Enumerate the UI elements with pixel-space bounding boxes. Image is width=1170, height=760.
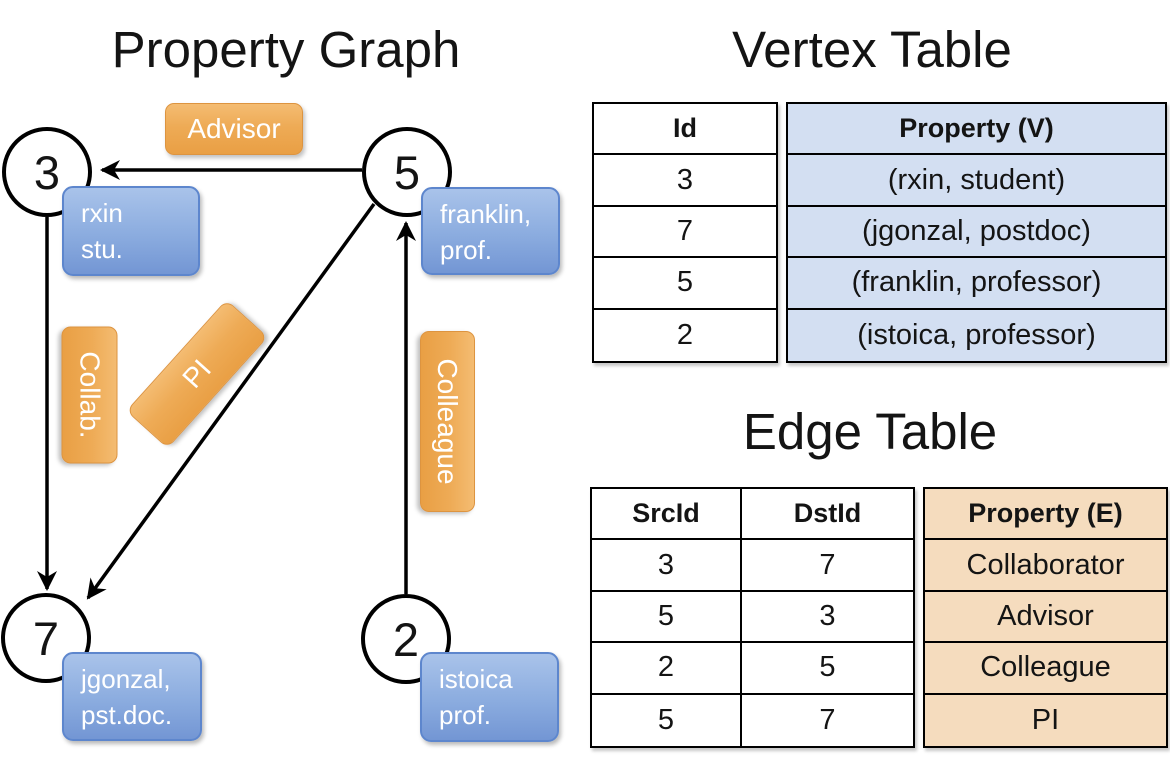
edge-row-dstid: 3 (740, 591, 913, 642)
edge-row-srcid: 5 (657, 703, 675, 736)
edge-table-id-columns: SrcId DstId 3 7 5 3 2 5 5 7 (590, 487, 915, 748)
edge-row-dstid: 5 (740, 643, 913, 693)
property-graph-title: Property Graph (111, 21, 461, 78)
vertex-label-franklin-line1: franklin, (440, 199, 532, 229)
table-row: Colleague (925, 643, 1166, 695)
table-row: 5 7 (592, 694, 913, 746)
edge-table-dstid-header: DstId (740, 489, 913, 539)
vertex-label-jgonzal: jgonzal, pst.doc. (62, 652, 202, 741)
vertex-table-property-column: Property (V) (rxin, student) (jgonzal, p… (786, 102, 1167, 363)
graph-edges-layer (37, 160, 416, 600)
table-row: 2 5 (592, 643, 913, 695)
table-row: (jgonzal, postdoc) (788, 206, 1165, 259)
vertex-table-id-column: Id 3 7 5 2 (592, 102, 778, 363)
node-7-id: 7 (32, 611, 60, 665)
edge-label-collab: Collab. (61, 326, 118, 464)
edge-row-dstid: 7 (740, 540, 913, 590)
node-3-id: 3 (33, 145, 61, 199)
vertex-label-jgonzal-line2: pst.doc. (81, 700, 173, 731)
edge-row-srcid: 5 (657, 599, 675, 632)
table-row: 7 (594, 207, 776, 259)
vertex-label-jgonzal-line1: jgonzal, (81, 664, 171, 694)
vertex-label-istoica: istoica prof. (420, 652, 559, 742)
vertex-table-property-header: Property (V) (788, 104, 1165, 156)
edge-table-property-header: Property (E) (925, 489, 1166, 541)
table-row: (franklin, professor) (788, 258, 1165, 310)
table-row: 5 (594, 258, 776, 310)
edge-row-srcid: 2 (657, 651, 675, 684)
vertex-label-franklin-line2: prof. (440, 235, 493, 266)
node-5-id: 5 (393, 145, 421, 199)
edge-row-dstid: 7 (740, 694, 913, 746)
graph-edge-lines (37, 160, 416, 600)
vertex-label-rxin-line1: rxin (81, 198, 123, 228)
table-row: (istoica, professor) (788, 309, 1165, 361)
table-row: 5 3 (592, 591, 913, 644)
edge-table-srcid-header: SrcId (632, 498, 700, 529)
table-row: Advisor (925, 591, 1166, 644)
edge-label-advisor: Advisor (165, 103, 303, 155)
table-row: 3 (594, 155, 776, 207)
edge-table-title: Edge Table (742, 403, 998, 460)
vertex-label-istoica-line1: istoica (439, 664, 513, 694)
vertex-label-rxin: rxin stu. (62, 186, 200, 276)
edge-row-srcid: 3 (657, 548, 675, 581)
table-row: Collaborator (925, 540, 1166, 592)
table-row: 3 7 (592, 540, 913, 592)
vertex-table-id-header: Id (594, 104, 776, 156)
node-2-id: 2 (392, 612, 420, 666)
edge-table-property-column: Property (E) Collaborator Advisor Collea… (923, 487, 1168, 748)
edge-pi-5-to-7 (86, 202, 376, 600)
vertex-label-franklin: franklin, prof. (421, 187, 560, 275)
table-row: 2 (676, 318, 694, 351)
vertex-table-title: Vertex Table (732, 21, 1012, 78)
graph-node-2: 2 (361, 594, 451, 684)
table-row: PI (925, 694, 1166, 746)
vertex-label-rxin-line2: stu. (81, 234, 123, 265)
graph-node-5: 5 (362, 127, 452, 217)
edge-label-colleague: Colleague (420, 331, 475, 512)
vertex-label-istoica-line2: prof. (439, 700, 492, 731)
table-row: (rxin, student) (788, 155, 1165, 207)
